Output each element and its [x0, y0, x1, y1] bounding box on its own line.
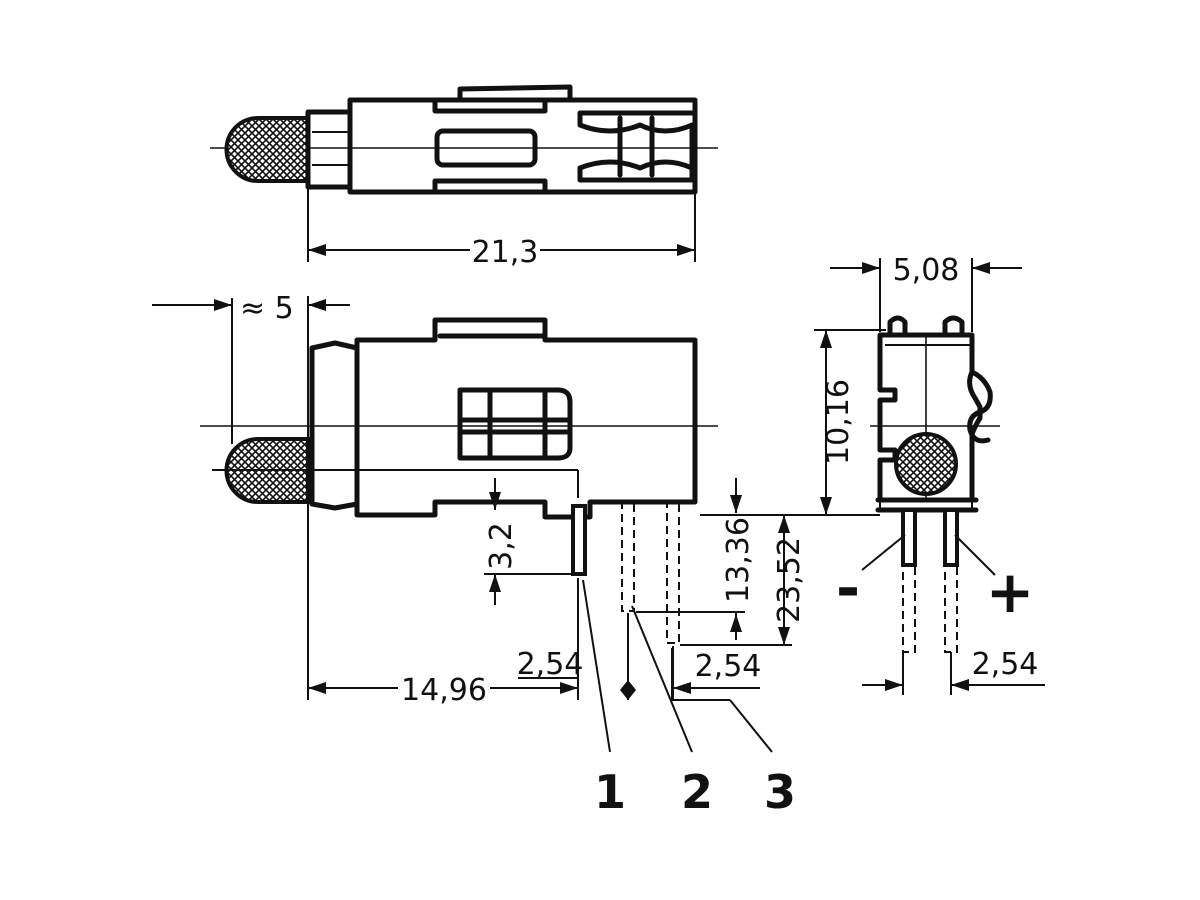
- top-view-latch: [457, 84, 573, 103]
- polarity-minus: -: [836, 554, 860, 622]
- end-view-lens: [894, 432, 958, 496]
- side-view-body: [354, 317, 698, 520]
- pin-2: [621, 502, 635, 612]
- dim-pin-height-short: 13,36: [636, 478, 830, 640]
- top-view-slot: [434, 128, 538, 168]
- callout-pin-3: 3: [764, 765, 796, 819]
- end-view-top-clip-right: [942, 315, 965, 338]
- polarity-plus: +: [986, 558, 1035, 626]
- top-view-neck: [305, 109, 353, 190]
- dim-pin-offset: 3,2: [484, 478, 578, 605]
- dim-pin-height-long: 23,52: [680, 515, 807, 646]
- end-view-side-spring: [967, 369, 993, 444]
- dim-label-pitch-right: 2,54: [695, 649, 762, 684]
- end-view-pin-minus: [901, 508, 917, 567]
- callout-pin-1: 1: [594, 765, 626, 819]
- dim-label-body-to-pin1: 14,96: [401, 673, 487, 708]
- top-view-lens: [224, 116, 310, 183]
- dim-label-width: 5,08: [893, 253, 960, 288]
- pin-3: [666, 502, 680, 644]
- end-view-pin-plus: [943, 508, 959, 567]
- dim-height: 10,16: [814, 329, 886, 516]
- dim-pin-pitch-end: 2,54: [862, 647, 1045, 691]
- end-view: - +: [836, 315, 1035, 695]
- dim-label-pin-pitch-end: 2,54: [972, 647, 1039, 682]
- end-view-body: [877, 332, 983, 503]
- dim-label-pin-offset: 3,2: [484, 522, 519, 570]
- dim-pitch-left: 2,54: [517, 647, 584, 682]
- dim-label-overall-length: 21,3: [472, 235, 539, 270]
- top-view-body: [347, 97, 698, 195]
- dim-label-pin-height-short: 13,36: [721, 517, 756, 603]
- top-view-contact-spring: [577, 110, 698, 183]
- side-view-window: [457, 387, 573, 461]
- dim-approx-lens: ≈ 5: [152, 291, 350, 700]
- dim-label-pitch-left: 2,54: [517, 647, 584, 682]
- pin-2-locator: [620, 613, 636, 700]
- dim-pitch-right: 2,54: [672, 646, 762, 700]
- dim-label-pin-height-long: 23,52: [772, 537, 807, 623]
- callouts: 1 2 3: [582, 579, 796, 819]
- callout-pin-2: 2: [681, 765, 713, 819]
- dim-width: 5,08: [830, 253, 1022, 332]
- end-view-top-clip-left: [887, 315, 908, 338]
- dim-overall-length: 21,3: [307, 187, 696, 270]
- top-view: [210, 84, 718, 195]
- dim-body-to-pin1: 14,96: [308, 578, 579, 708]
- side-view: [200, 317, 718, 644]
- pin-1: [571, 504, 587, 576]
- dim-label-height: 10,16: [821, 379, 856, 465]
- dim-label-approx-lens: ≈ 5: [240, 291, 294, 326]
